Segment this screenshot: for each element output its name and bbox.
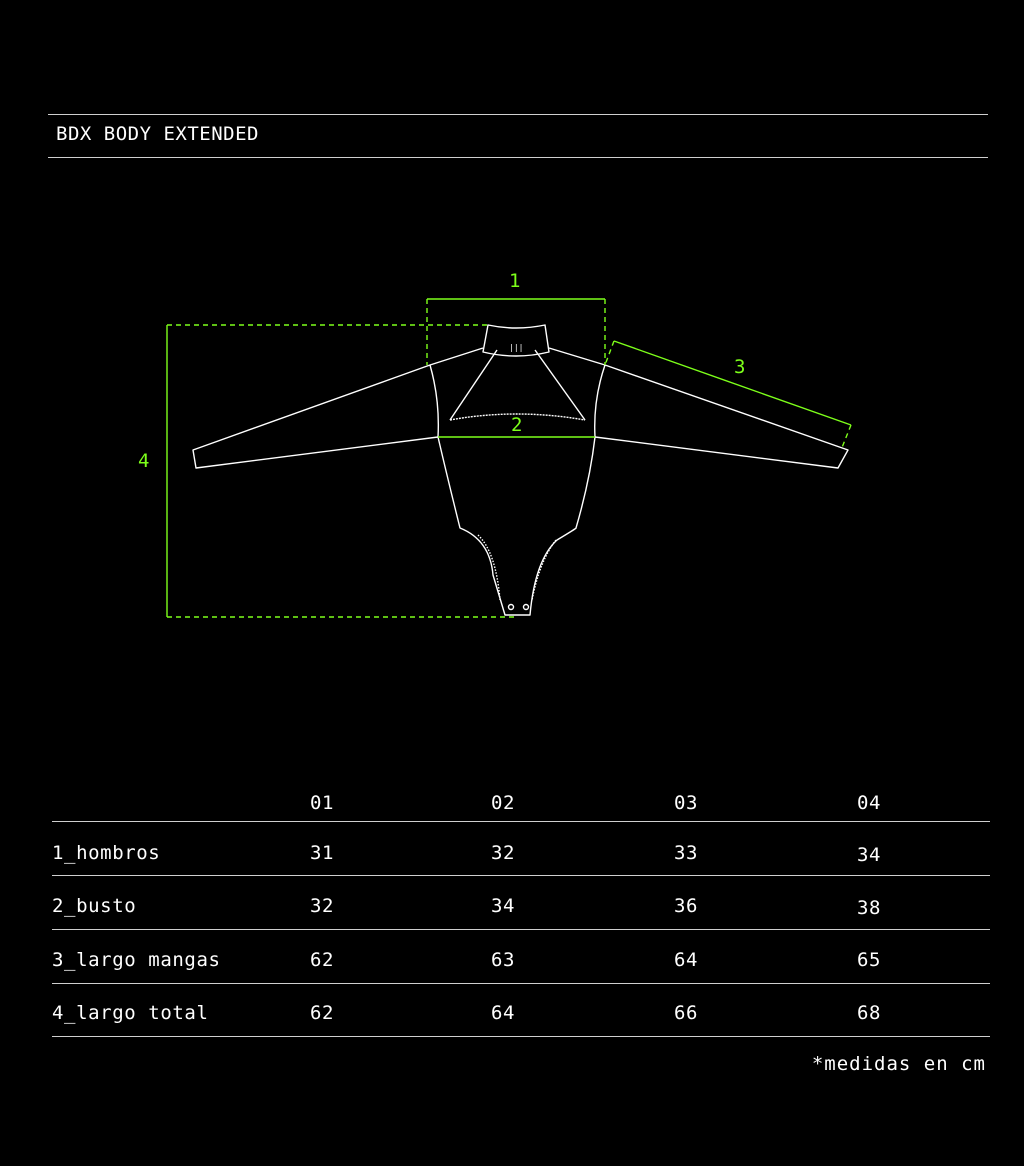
- snap-button-icon: [507, 603, 515, 611]
- bust-curve: [449, 413, 586, 421]
- sleeve-measure-ticks: [604, 340, 852, 451]
- raglan-seam-left: [449, 349, 498, 421]
- size-header-02: 02: [491, 792, 516, 814]
- table-cell: 63: [491, 949, 516, 971]
- table-cell: 38: [857, 897, 882, 919]
- header-top-rule: [48, 114, 988, 115]
- length-measure-ticks: [167, 324, 515, 618]
- header-bottom-rule: [48, 157, 988, 158]
- table-cell: 64: [674, 949, 699, 971]
- left-sleeve: [192, 347, 484, 469]
- sleeve-measure-line: [613, 340, 852, 426]
- right-sleeve: [548, 347, 849, 469]
- table-cell: 36: [674, 895, 699, 917]
- row-label: 2_busto: [52, 895, 137, 917]
- collar-shape: [482, 324, 550, 357]
- table-cell: 34: [857, 844, 882, 866]
- label-shoulders: 1: [509, 270, 520, 292]
- table-cell: 33: [674, 842, 699, 864]
- leg-stitching-left: [477, 534, 501, 601]
- table-cell: 32: [310, 895, 335, 917]
- table-cell: 62: [310, 1002, 335, 1024]
- units-footnote: *medidas en cm: [811, 1053, 986, 1075]
- table-rule: [52, 1036, 990, 1037]
- label-sleeve: 3: [734, 356, 745, 378]
- size-header-01: 01: [310, 792, 335, 814]
- label-bust: 2: [511, 414, 522, 436]
- table-rule: [52, 875, 990, 876]
- torso: [429, 364, 606, 616]
- snap-button-icon: [522, 603, 530, 611]
- table-cell: 31: [310, 842, 335, 864]
- table-cell: 62: [310, 949, 335, 971]
- row-label: 3_largo mangas: [52, 949, 221, 971]
- raglan-seam-right: [534, 349, 586, 421]
- table-cell: 68: [857, 1002, 882, 1024]
- measurement-guides: [166, 298, 852, 618]
- table-rule: [52, 929, 990, 930]
- collar-tag-icon: |||: [509, 343, 523, 352]
- size-header-04: 04: [857, 792, 882, 814]
- table-cell: 66: [674, 1002, 699, 1024]
- shoulder-measure-ticks: [426, 299, 606, 365]
- garment-measurement-diagram: ||| 1 2 3 4: [138, 270, 852, 618]
- table-cell: 32: [491, 842, 516, 864]
- table-rule: [52, 821, 990, 822]
- table-cell: 64: [491, 1002, 516, 1024]
- leg-stitching-right: [531, 539, 557, 601]
- table-cell: 65: [857, 949, 882, 971]
- row-label: 1_hombros: [52, 842, 161, 864]
- size-header-03: 03: [674, 792, 699, 814]
- label-total-length: 4: [138, 450, 149, 472]
- table-cell: 34: [491, 895, 516, 917]
- table-rule: [52, 983, 990, 984]
- product-title: BDX BODY EXTENDED: [56, 123, 259, 145]
- garment-outline: |||: [192, 324, 849, 616]
- row-label: 4_largo total: [52, 1002, 209, 1024]
